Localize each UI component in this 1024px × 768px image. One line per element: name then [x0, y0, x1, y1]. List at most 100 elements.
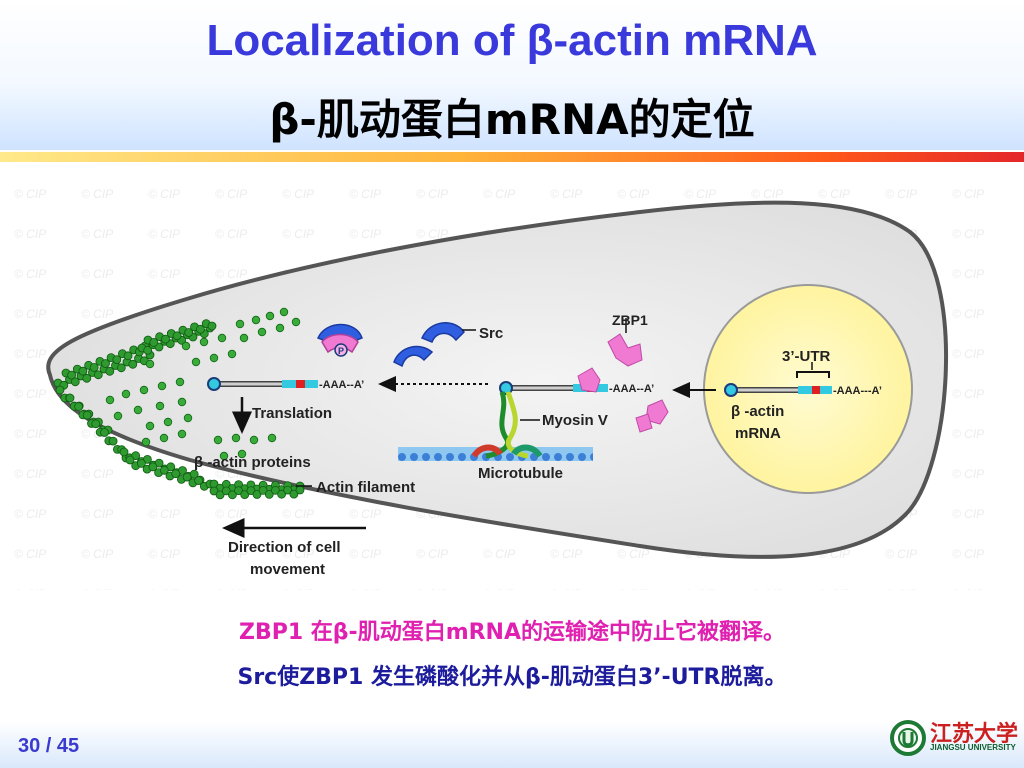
actin-bead [215, 490, 225, 500]
watermark-text: © CIP [952, 267, 984, 281]
watermark-text: © CIP [148, 227, 180, 241]
watermark-text: © CIP [684, 187, 716, 201]
watermark-text: © CIP [81, 547, 113, 561]
watermark-text: © CIP [282, 587, 314, 590]
watermark-text: © CIP [952, 387, 984, 401]
actin-protein-dot [265, 311, 275, 321]
actin-bead [142, 454, 152, 464]
watermark-text: © CIP [818, 587, 850, 590]
actin-bead [264, 489, 274, 499]
university-subtitle: JIANGSU UNIVERSITY [930, 743, 1016, 752]
watermark-text: © CIP [751, 187, 783, 201]
watermark-text: © CIP [617, 547, 649, 561]
watermark-text: © CIP [282, 187, 314, 201]
polya-label-middle: -AAA--A’ [609, 383, 654, 395]
watermark-text: © CIP [550, 187, 582, 201]
actin-bead [277, 489, 287, 499]
actin-protein-dot [105, 395, 115, 405]
caption-zbp1-function: ZBP1 在β-肌动蛋白mRNA的运输途中防止它被翻译。 [239, 620, 785, 645]
watermark-text: © CIP [952, 187, 984, 201]
watermark-text: © CIP [215, 587, 247, 590]
actin-protein-dot [183, 413, 193, 423]
actin-bead [119, 447, 129, 457]
actin-protein-dot [177, 429, 187, 439]
actin-protein-dot [237, 449, 247, 459]
actin-protein-dot [157, 381, 167, 391]
actin-protein-dot [177, 397, 187, 407]
mrna-in-nucleus [724, 371, 832, 397]
actin-protein-dot [175, 377, 185, 387]
phosphorylated-zbp1-complex: P [316, 323, 363, 357]
watermark-text: © CIP [215, 187, 247, 201]
watermark-text: © CIP [416, 587, 448, 590]
actin-bead [100, 428, 109, 437]
actin-protein-dot [291, 317, 301, 327]
watermark-text: © CIP [14, 347, 46, 361]
watermark-text: © CIP [14, 507, 46, 521]
watermark-text: © CIP [818, 187, 850, 201]
actin-protein-dot [267, 433, 277, 443]
polya-label-left: -AAA--A’ [319, 379, 364, 391]
watermark-text: © CIP [14, 307, 46, 321]
cell-outline [46, 200, 948, 559]
watermark-text: © CIP [617, 187, 649, 201]
watermark-text: © CIP [349, 227, 381, 241]
actin-protein-dot [141, 437, 151, 447]
zbp1-label: ZBP1 [612, 312, 648, 328]
watermark-text: © CIP [81, 587, 113, 590]
watermark-text: © CIP [282, 547, 314, 561]
translation-label: Translation [252, 405, 332, 422]
actin-protein-dot [159, 433, 169, 443]
beta-actin-mrna-label-line2: mRNA [735, 425, 781, 442]
watermark-text: © CIP [751, 587, 783, 590]
actin-bead [136, 458, 146, 468]
actin-bead [74, 402, 83, 412]
actin-protein-dot [279, 307, 289, 317]
direction-label-line2: movement [250, 561, 325, 578]
actin-bead [78, 366, 88, 376]
polya-label-nucleus: -AAA---A’ [833, 385, 882, 397]
actin-bead [70, 377, 80, 387]
actin-bead [258, 485, 268, 495]
myosin-v-motor [471, 391, 543, 459]
actin-bead [149, 337, 159, 347]
actin-bead [82, 373, 92, 383]
watermark-text: © CIP [684, 587, 716, 590]
actin-bead [101, 359, 110, 368]
watermark-text: © CIP [148, 587, 180, 590]
actin-bead [55, 385, 65, 395]
watermark-text: © CIP [14, 187, 46, 201]
watermark-text: © CIP [148, 267, 180, 281]
actin-bead [234, 486, 244, 496]
actin-bead [240, 490, 250, 500]
actin-protein-dot [257, 327, 267, 337]
watermark-text: © CIP [81, 227, 113, 241]
actin-protein-dot [145, 421, 155, 431]
watermark-text: © CIP [952, 347, 984, 361]
actin-bead [172, 331, 182, 341]
watermark-text: © CIP [483, 587, 515, 590]
mrna-localization-diagram: © CIP © CIP © CIP © CIP © CIP © CIP © CIP © CIP… [14, 187, 984, 590]
watermark-text: © CIP [148, 507, 180, 521]
slide-title-english: Localization of β-actin mRNA [206, 16, 818, 65]
actin-protein-dot [235, 319, 245, 329]
watermark-text: © CIP [349, 547, 381, 561]
watermark-text: © CIP [14, 547, 46, 561]
actin-protein-dot [275, 323, 285, 333]
watermark-text: © CIP [952, 427, 984, 441]
watermark-text: © CIP [81, 267, 113, 281]
actin-protein-dot [163, 417, 173, 427]
zbp1-proteins [577, 333, 669, 433]
actin-bead [209, 486, 219, 496]
actin-protein-dot [139, 385, 149, 395]
actin-bead [161, 334, 170, 344]
watermark-text: © CIP [952, 467, 984, 481]
watermark-text: © CIP [952, 507, 984, 521]
actin-bead [270, 485, 280, 495]
header-divider [0, 152, 1024, 162]
actin-protein-dot [181, 341, 191, 351]
actin-bead [184, 328, 194, 337]
microtubule-label: Microtubule [478, 465, 563, 482]
actin-protein-dot [239, 333, 249, 343]
watermark-text: © CIP [81, 187, 113, 201]
